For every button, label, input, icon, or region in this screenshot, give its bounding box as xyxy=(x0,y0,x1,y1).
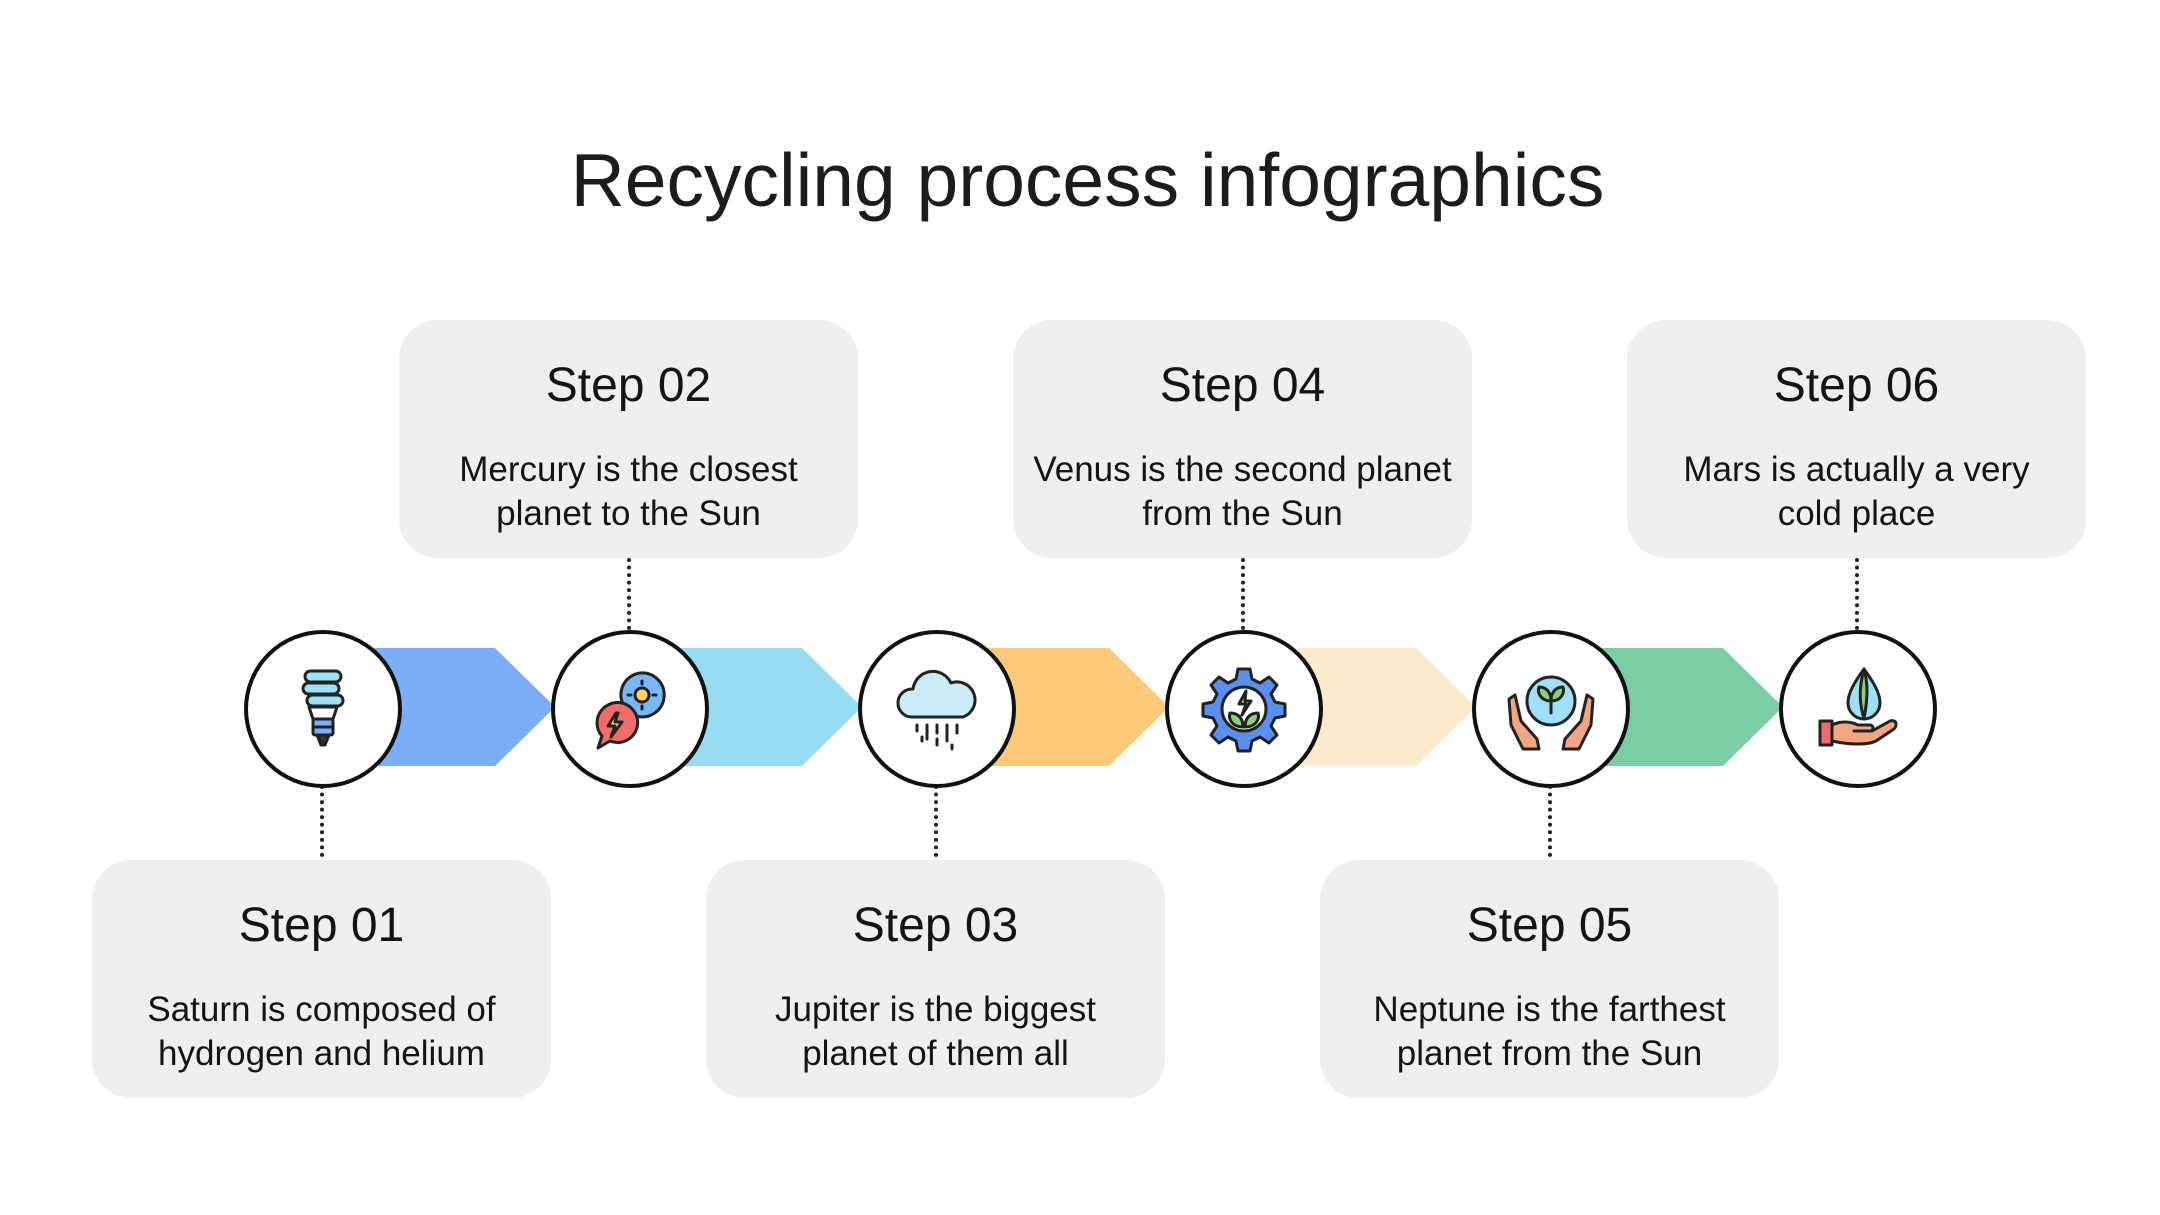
eco-gear-icon xyxy=(1201,667,1287,753)
connector-step-05 xyxy=(1548,785,1552,857)
step-03-node xyxy=(858,630,1016,788)
step-03-title: Step 03 xyxy=(852,899,1019,952)
arrow-3 xyxy=(984,648,1169,766)
step-06-node xyxy=(1779,630,1937,788)
step-06-description: Mars is actually a very cold place xyxy=(1683,450,2030,533)
arrow-2 xyxy=(677,648,862,766)
connector-step-01 xyxy=(320,785,324,857)
step-02-card: Step 02 Mercury is the closest planet to… xyxy=(399,320,858,558)
step-01-card: Step 01 Saturn is composed of hydrogen a… xyxy=(92,860,551,1098)
step-05-description: Neptune is the farthest planet from the … xyxy=(1373,990,1726,1073)
step-04-title: Step 04 xyxy=(1159,359,1326,412)
step-05-title: Step 05 xyxy=(1466,899,1633,952)
arrow-2-shape xyxy=(677,648,862,766)
step-03-description: Jupiter is the biggest planet of them al… xyxy=(774,990,1096,1073)
arrow-4-shape xyxy=(1291,648,1476,766)
energy-chat-icon xyxy=(595,671,666,750)
connector-step-03 xyxy=(934,785,938,857)
hands-plant-icon xyxy=(1507,675,1595,751)
step-06-title: Step 06 xyxy=(1773,359,1940,412)
arrow-5-shape xyxy=(1598,648,1783,766)
arrow-4 xyxy=(1291,648,1476,766)
page-title: Recycling process infographics xyxy=(570,138,1605,222)
step-04-card: Step 04 Venus is the second planet from … xyxy=(1013,320,1472,558)
rain-cloud-icon xyxy=(896,669,977,751)
arrow-1-shape xyxy=(370,648,555,766)
connector-step-02 xyxy=(627,558,631,630)
step-02-description: Mercury is the closest planet to the Sun xyxy=(459,450,798,533)
connector-step-06 xyxy=(1855,558,1859,630)
arrow-3-shape xyxy=(984,648,1169,766)
step-05-card: Step 05 Neptune is the farthest planet f… xyxy=(1320,860,1779,1098)
arrow-5 xyxy=(1598,648,1783,766)
step-02-node xyxy=(551,630,709,788)
light-bulb-icon xyxy=(301,669,345,747)
step-05-node xyxy=(1472,630,1630,788)
step-04-description: Venus is the second planet from the Sun xyxy=(1033,450,1452,533)
step-01-title: Step 01 xyxy=(238,899,405,952)
hand-water-drop-icon xyxy=(1818,667,1898,747)
step-04-node xyxy=(1165,630,1323,788)
step-06-card: Step 06 Mars is actually a very cold pla… xyxy=(1627,320,2086,558)
step-03-card: Step 03 Jupiter is the biggest planet of… xyxy=(706,860,1165,1098)
arrow-1 xyxy=(370,648,555,766)
connector-step-04 xyxy=(1241,558,1245,630)
step-01-node xyxy=(244,630,402,788)
step-01-description: Saturn is composed of hydrogen and heliu… xyxy=(147,990,496,1073)
step-02-title: Step 02 xyxy=(545,359,712,412)
